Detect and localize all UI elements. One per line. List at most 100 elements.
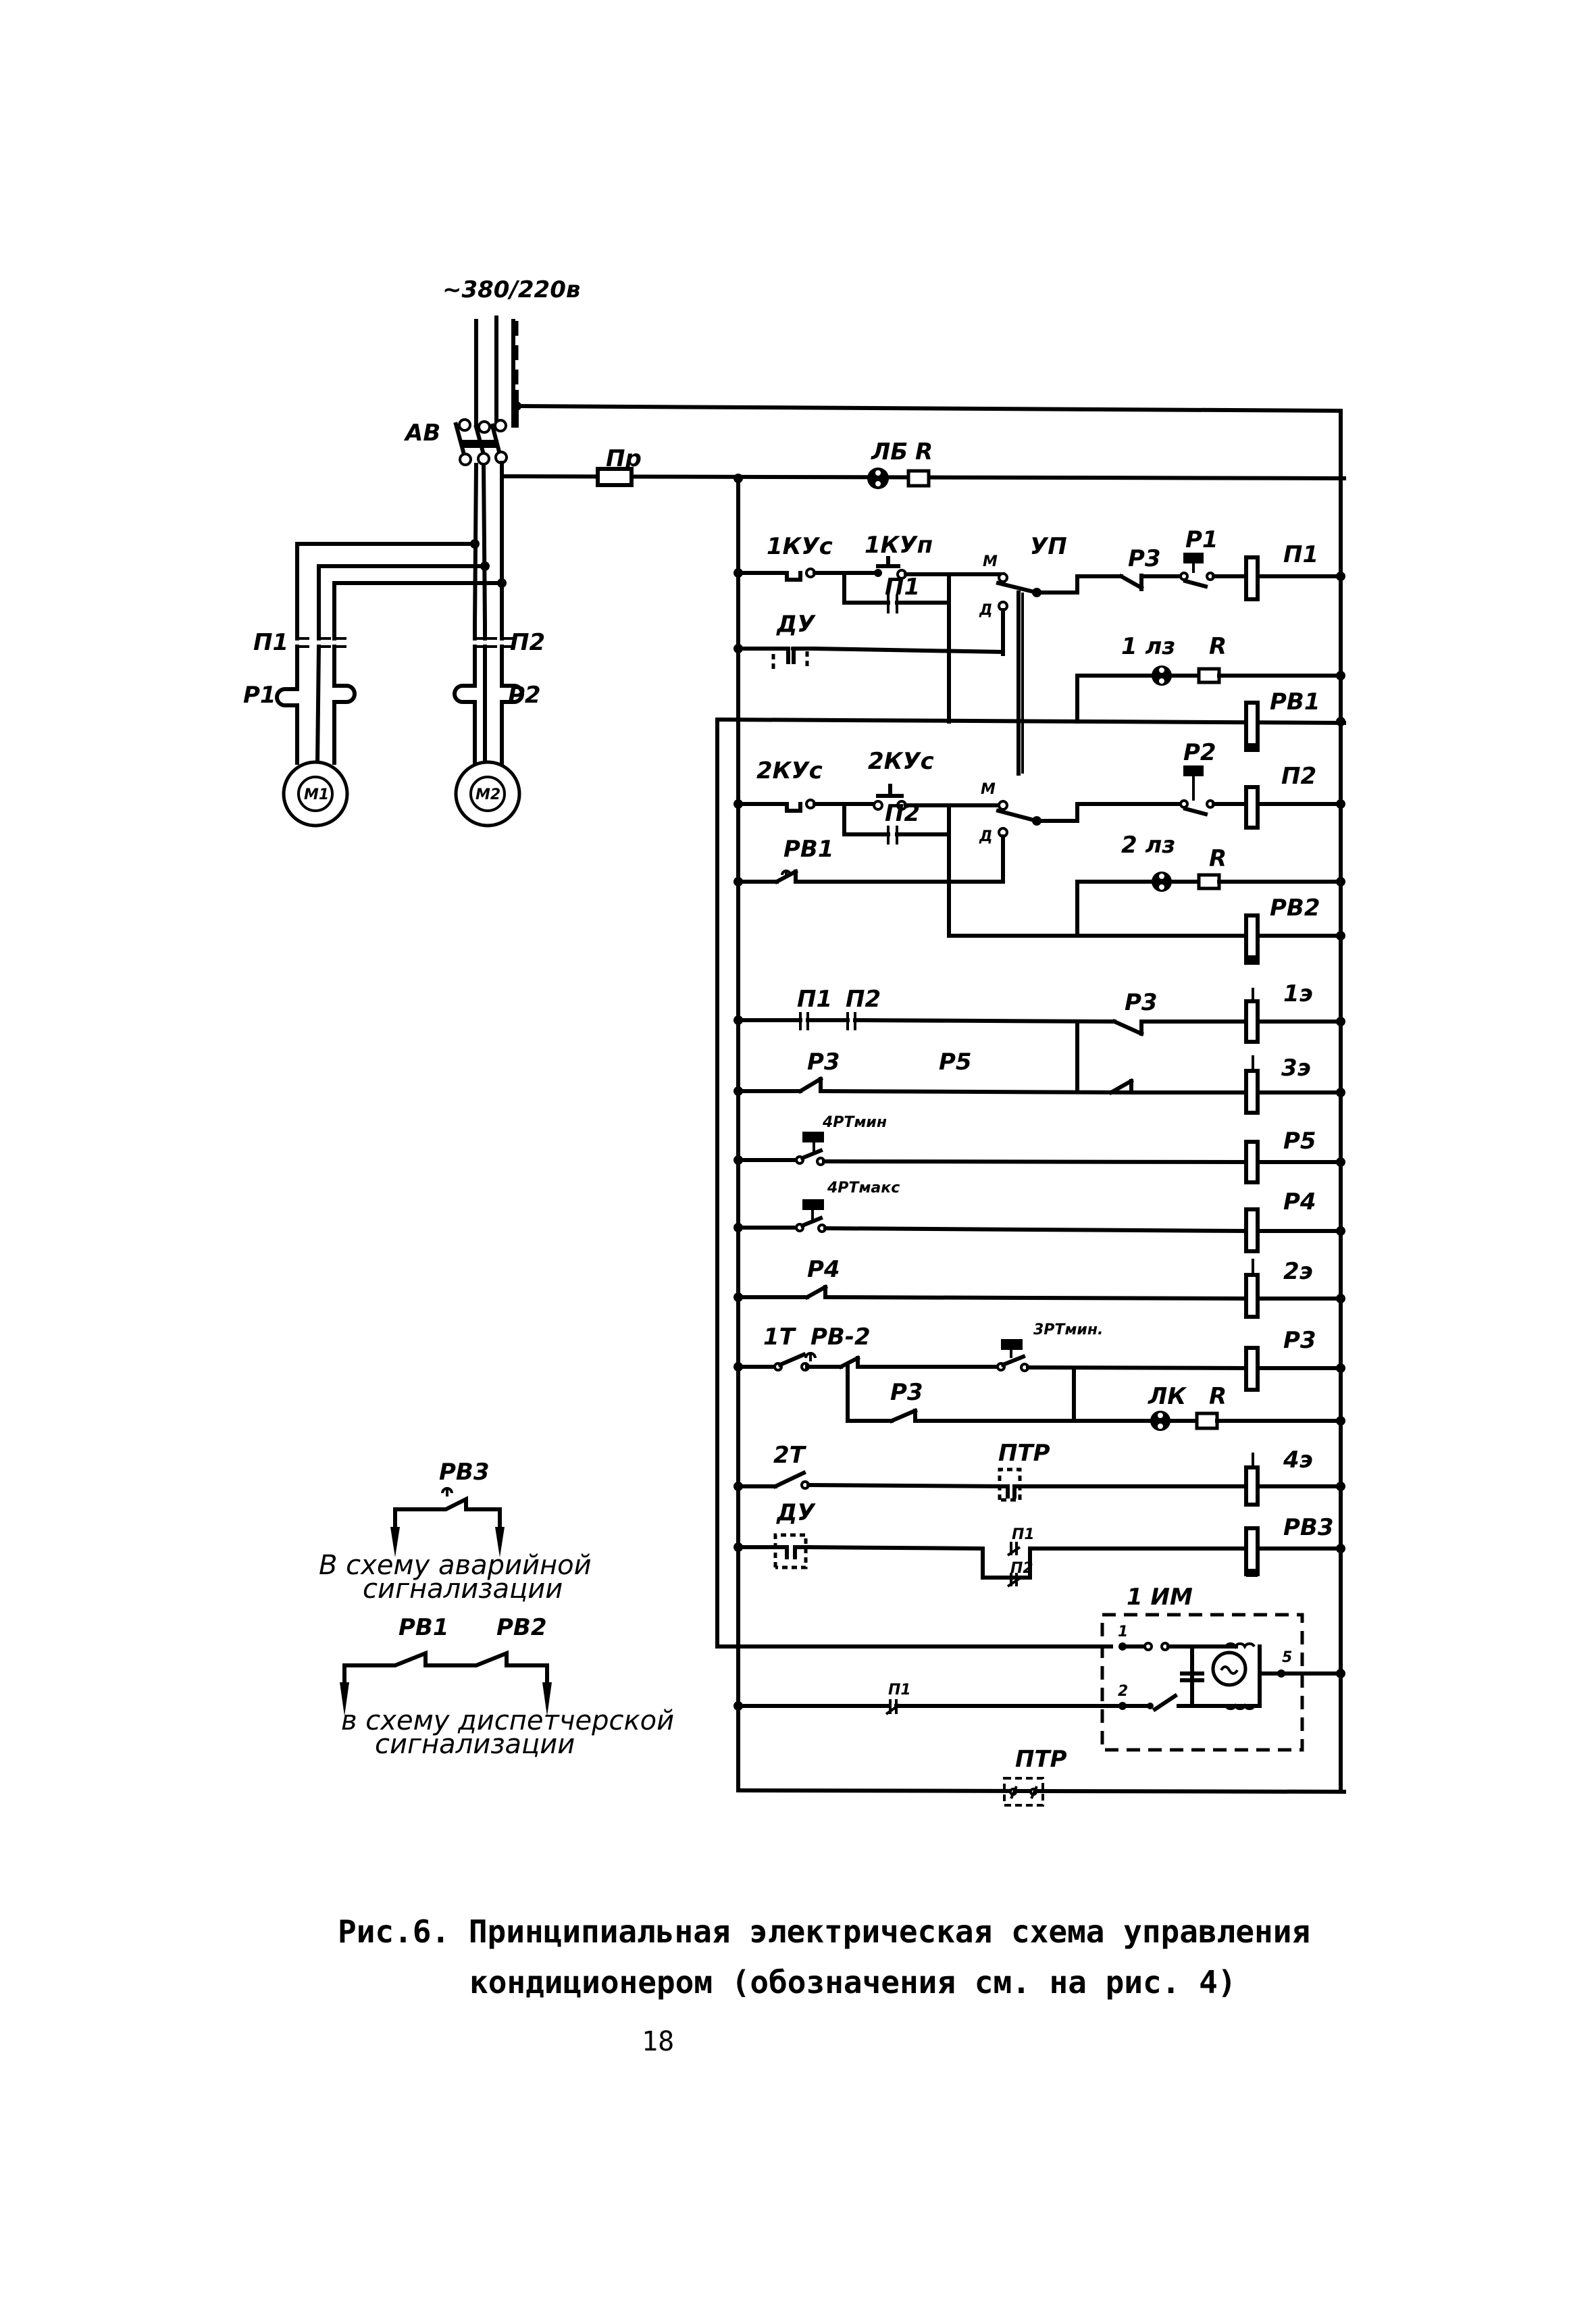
coil-p2 (1244, 785, 1260, 830)
coil-p3-label: Р3 (1283, 1327, 1316, 1354)
dispatch-target-line2: сигнализации (375, 1729, 575, 1760)
valve-4e-label: 4э (1283, 1447, 1313, 1474)
motor-m2: М2 (454, 760, 521, 828)
motor-m1: М1 (282, 760, 349, 828)
terminal-2-label: 2 (1118, 1683, 1128, 1700)
contact-p1-act-label: П1 (888, 1682, 911, 1699)
lamp-lk-label: ЛК (1148, 1383, 1187, 1410)
switch-pos-d-label: Д (979, 602, 993, 619)
coil-rv1 (1244, 701, 1260, 752)
contact-p1-nc-label: П1 (1012, 1526, 1035, 1543)
stop-button-1kyc-label: 1КУс (767, 533, 833, 560)
circuit-breaker-ab: АВ (403, 418, 508, 466)
stop-button-2kyc-label: 2КУс (756, 757, 823, 784)
valve-2e (1244, 1273, 1260, 1319)
switch2-pos-d-label: Д (979, 828, 993, 845)
relay-p3-contact-label: Р3 (1128, 545, 1161, 572)
timer-rv2-contact-label: РВ-2 (810, 1324, 871, 1351)
ptr-contact-label: ПТР (998, 1440, 1050, 1467)
row-lamp-lk: Р3 ЛК R (846, 1365, 1345, 1431)
row-bottom-ptr: ПТР (1003, 1746, 1067, 1807)
contact-p3-label: Р3 (1125, 989, 1158, 1016)
resistor-r-label-2: R (1209, 845, 1227, 872)
start-button-2kyc-label: 2КУс (868, 748, 934, 775)
contact-p2-label: П2 (846, 986, 881, 1013)
alarm-signal-block: РВ3 В схему аварийной сигнализации (319, 1459, 592, 1605)
contactor-p2-label: П2 (510, 629, 545, 656)
row-p2: 2КУс 2КУс П2 М Д Р2 (733, 739, 1345, 938)
contact-p3c-label: Р3 (890, 1379, 923, 1406)
coil-p4-label: Р4 (1283, 1188, 1316, 1215)
motor-m1-label: М1 (304, 786, 329, 803)
contact-p1-label: П1 (797, 986, 832, 1013)
coil-p2-label: П2 (1281, 763, 1316, 790)
switch2-pos-m-label: М (981, 781, 996, 798)
contactor-p1-label: П1 (253, 629, 288, 656)
thermal-p1-contact-label: Р1 (1185, 526, 1218, 553)
row-valve-2e: Р4 2э (733, 1256, 1345, 1319)
switch-pos-m-label: М (983, 553, 998, 570)
thermostat-1t-label: 1Т (763, 1324, 797, 1351)
switch-up-label: УП (1030, 533, 1067, 560)
contact-rv1-label: РВ1 (783, 836, 834, 863)
remote-du-2-label: ДУ (776, 1499, 816, 1526)
alarm-relay-label: РВ3 (439, 1459, 490, 1486)
dispatch-relay1-label: РВ1 (398, 1614, 449, 1641)
resistor-r-label: R (915, 438, 933, 466)
coil-rv3-label: РВ3 (1283, 1514, 1334, 1541)
breaker-label: АВ (403, 420, 440, 447)
row-relay-p3: 1Т РВ-2 3РТмин. Р3 (733, 1322, 1345, 1392)
row-p1: 1КУс 1КУп П1 УП М Д (733, 526, 1345, 776)
row-relay-p5: 4РТмин Р5 (733, 1114, 1345, 1184)
dispatch-target-line1: в схему диспетчерской (341, 1705, 674, 1736)
thermostat-2t-label: 2Т (773, 1442, 807, 1469)
coil-rv1-label: РВ1 (1270, 688, 1320, 715)
terminal-5-label: 5 (1282, 1649, 1292, 1666)
lamp-lb-branch: ЛБ R (867, 438, 933, 489)
terminal-1-label: 1 (1118, 1624, 1128, 1640)
alarm-target-line1: В схему аварийной (319, 1550, 592, 1581)
supply-voltage-label: ~380/220в (442, 276, 580, 303)
row-valve-4e: 2Т ПТР 4э (733, 1440, 1345, 1507)
row-rv1-contact: РВ1 (733, 836, 1005, 886)
thermal-p1-label: Р1 (243, 682, 276, 709)
coil-rv3 (1244, 1526, 1260, 1576)
valve-2e-label: 2э (1283, 1258, 1313, 1285)
hold-contact-p2-label: П2 (885, 800, 920, 827)
contact-p2-nc-label: П2 (1010, 1560, 1033, 1577)
actuator-1im: 1 ИМ 1 2 5 (1100, 1584, 1345, 1752)
figure-caption-line2: кондиционером (обозначения см. на рис. 4… (469, 1964, 1236, 2001)
row-valve-1e: П1 П2 Р3 1э (733, 980, 1345, 1044)
row-timer-rv3: ДУ П1 П2 РВ3 (733, 1499, 1345, 1588)
contact-p4-label: Р4 (807, 1256, 840, 1283)
dispatch-relay2-label: РВ2 (496, 1614, 547, 1641)
start-button-1kyn-label: 1КУп (865, 532, 933, 559)
coil-p5-label: Р5 (1283, 1128, 1316, 1155)
contact-p5-label: Р5 (939, 1049, 972, 1076)
motor-m2-label: М2 (475, 786, 500, 803)
dispatch-signal-block: РВ1 РВ2 в схему диспетчерской сигнализац… (340, 1614, 674, 1760)
lamp-2lz-label: 2 лз (1121, 832, 1175, 859)
hold-contact-p1-label: П1 (885, 574, 920, 601)
actuator-label: 1 ИМ (1127, 1584, 1193, 1611)
fuse-pr: Пр (596, 445, 642, 487)
ptr-bottom-label: ПТР (1015, 1746, 1067, 1773)
row-relay-p4: 4РТмакс Р4 (733, 1180, 1345, 1253)
row-timer-rv2: РВ2 (947, 895, 1345, 965)
coil-rv2-label: РВ2 (1270, 895, 1320, 922)
figure-caption-line1: Рис.6. Принципиальная электрическая схем… (338, 1913, 1310, 1950)
row-valve-3e: Р3 Р5 3э (733, 1020, 1345, 1115)
coil-p1-label: П1 (1283, 541, 1318, 568)
row-lamp-1lz: 1 лз R (1075, 633, 1345, 724)
thermal-p2-label: Р2 (508, 682, 541, 709)
row-remote-du: ДУ (733, 611, 1006, 669)
lamp-lb-label: ЛБ (871, 438, 908, 466)
thermal-p2-contact-label: Р2 (1183, 739, 1216, 766)
valve-3e-label: 3э (1281, 1055, 1311, 1082)
remote-du-label: ДУ (776, 611, 816, 638)
lamp-1lz-label: 1 лз (1121, 633, 1175, 660)
sensor-3pt-min-label: 3РТмин. (1033, 1322, 1103, 1338)
row-lamp-2lz: 2 лз R (1075, 832, 1345, 938)
row-timer-rv1: РВ1 (1244, 688, 1345, 752)
